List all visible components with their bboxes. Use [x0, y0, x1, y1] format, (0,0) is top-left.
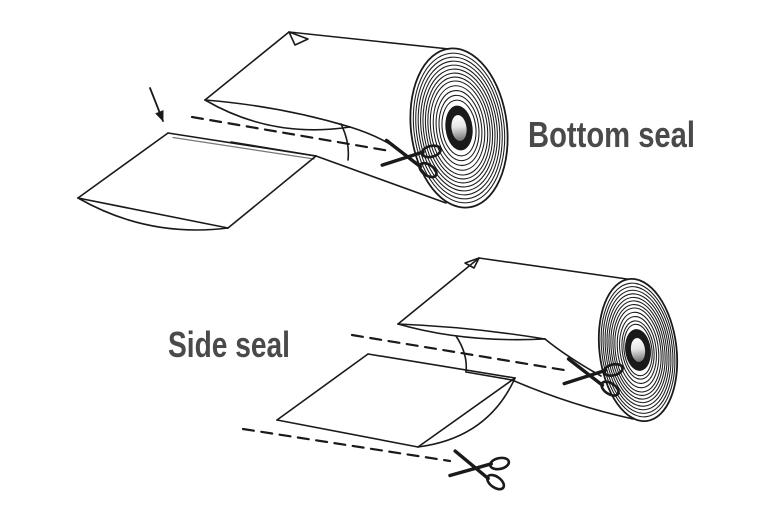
- film-sheet-folded: [397, 257, 634, 420]
- bag-opening-lens: [417, 377, 516, 448]
- side-seal-label: Side seal: [168, 324, 290, 365]
- film-roll: [409, 47, 509, 209]
- film-roll: [597, 277, 679, 423]
- cut-line: [350, 333, 572, 373]
- poly-bag: [77, 132, 317, 231]
- scissors-icon: [447, 443, 514, 495]
- down-arrow-icon: [149, 87, 164, 122]
- roll-core-hole: [630, 338, 646, 362]
- bottom-seal-label: Bottom seal: [528, 114, 695, 155]
- film-sheet: [204, 31, 450, 204]
- cut-line: [190, 115, 392, 153]
- bag-seal-inner-line: [172, 136, 315, 160]
- bag-opening-lens: [77, 197, 229, 231]
- side-cut-line: [241, 427, 452, 463]
- bag-seal-line: [167, 132, 317, 157]
- bottom-seal-diagram: [77, 31, 509, 231]
- poly-bag: [276, 353, 516, 448]
- side-seal-diagram: [241, 257, 679, 495]
- roll-core-hole: [451, 115, 467, 141]
